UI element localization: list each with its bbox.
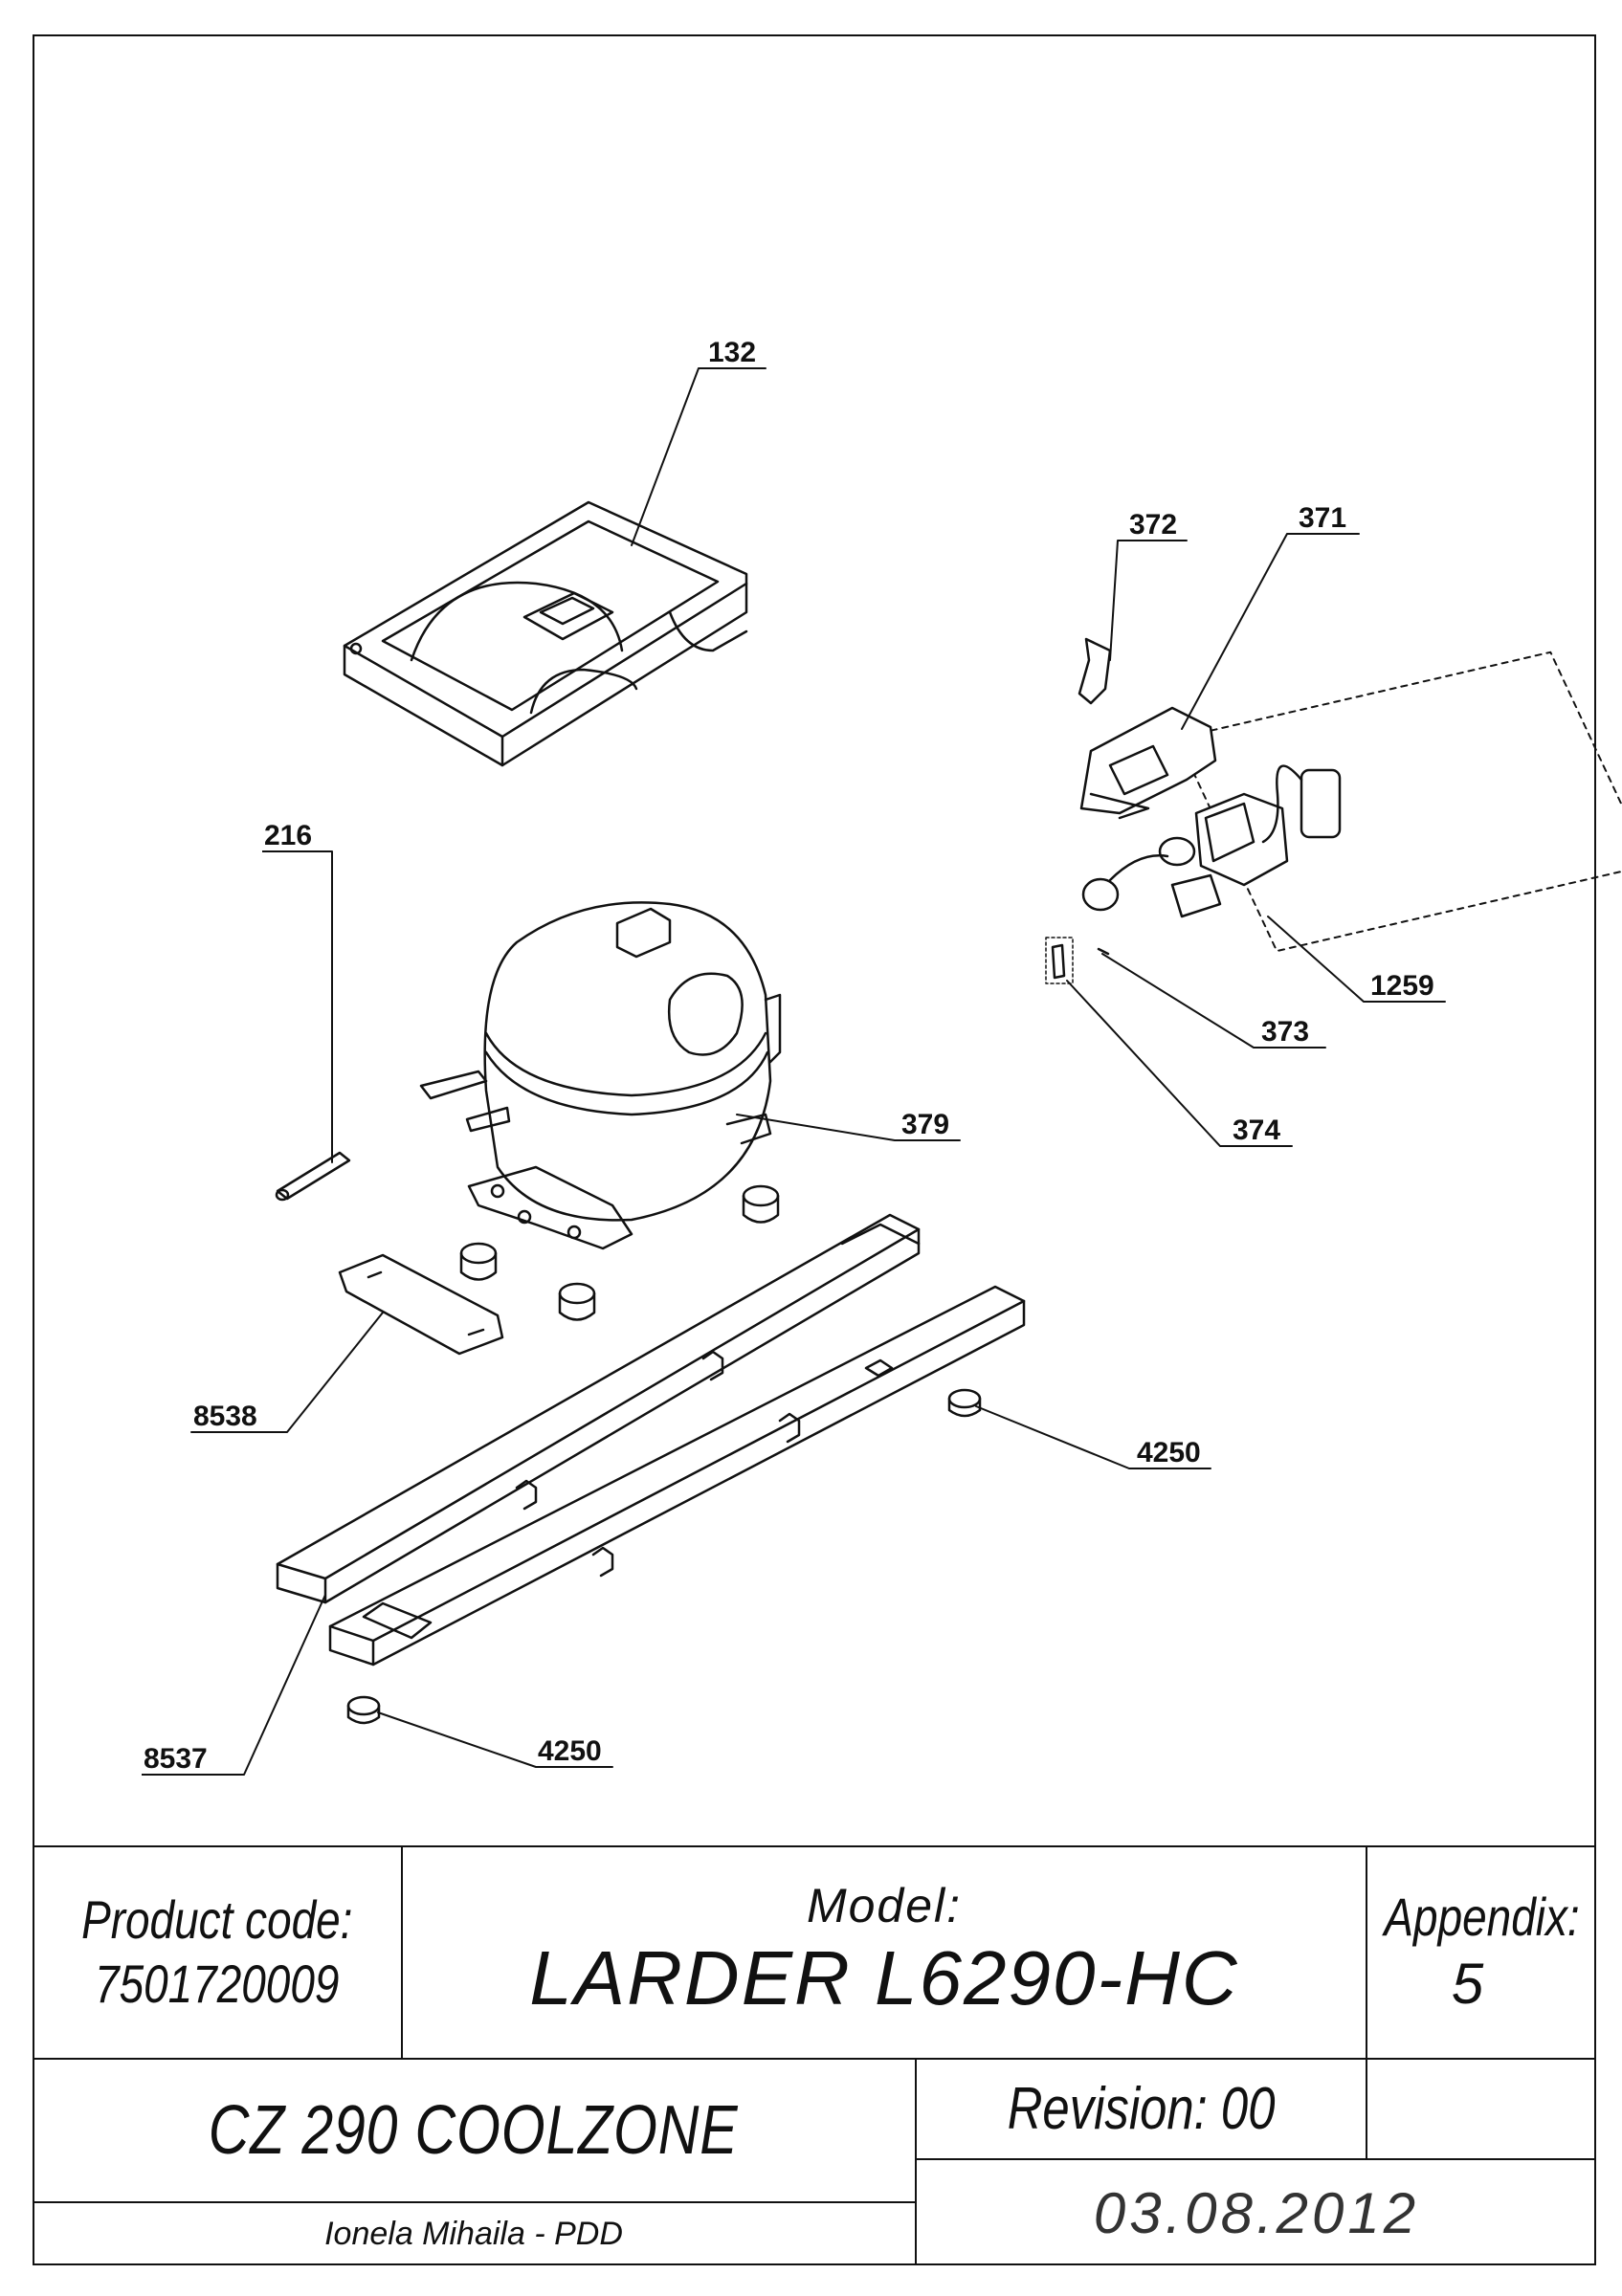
callout-4250-bottom: 4250 — [538, 1735, 602, 1767]
callout-8537: 8537 — [144, 1743, 208, 1775]
date-cell: 03.08.2012 — [917, 2160, 1596, 2265]
part-compressor — [419, 901, 782, 1250]
model-value: LARDER L6290-HC — [529, 1934, 1239, 2020]
product-name-cell: CZ 290 COOLZONE — [33, 2060, 915, 2201]
revision-value: Revision: 00 — [1007, 2076, 1276, 2142]
callout-4250-right: 4250 — [1137, 1437, 1201, 1468]
callout-8538: 8538 — [193, 1401, 257, 1432]
part-clip — [1078, 637, 1112, 705]
appendix-cell: Appendix: 5 — [1367, 1845, 1596, 2058]
part-screw-bracket — [1045, 937, 1110, 984]
product-code-cell: Product code: 7501720009 — [33, 1845, 401, 2058]
title-block: Product code: 7501720009 Model: LARDER L… — [33, 1845, 1596, 2265]
part-group-outline — [1176, 651, 1622, 953]
part-cover-tray — [343, 500, 748, 767]
part-relay-cover — [1079, 706, 1217, 820]
part-grommets — [346, 1184, 982, 1725]
revision-cell: Revision: 00 — [917, 2060, 1366, 2158]
exploded-view-diagram: 132 372 371 216 1259 373 379 374 8538 42… — [142, 337, 1622, 1776]
callout-371: 371 — [1299, 502, 1346, 534]
author-value: Ionela Mihaila - PDD — [324, 2216, 623, 2252]
product-code-label: Product code: — [80, 1888, 353, 1950]
product-code-value: 7501720009 — [94, 1954, 340, 2014]
appendix-label: Appendix: — [1384, 1887, 1580, 1948]
model-label: Model: — [806, 1878, 963, 1932]
callout-373: 373 — [1261, 1016, 1309, 1048]
part-relay-assembly — [1081, 764, 1342, 918]
callout-216: 216 — [264, 820, 312, 851]
part-plate — [338, 1253, 504, 1356]
part-base-rails — [276, 1213, 1026, 1667]
callout-labels: 132 372 371 216 1259 373 379 374 8538 42… — [144, 337, 1434, 1775]
callout-374: 374 — [1233, 1115, 1280, 1146]
author-cell: Ionela Mihaila - PDD — [33, 2203, 915, 2265]
callout-underlines — [142, 367, 1445, 1776]
outer-frame — [33, 34, 1596, 2265]
part-tube — [275, 1151, 351, 1202]
product-name-value: CZ 290 COOLZONE — [209, 2092, 739, 2169]
appendix-value: 5 — [1451, 1951, 1484, 2016]
callout-1259: 1259 — [1370, 970, 1434, 1002]
date-value: 03.08.2012 — [1093, 2180, 1420, 2245]
callout-379: 379 — [901, 1109, 949, 1140]
callout-132: 132 — [708, 337, 756, 368]
model-cell: Model: LARDER L6290-HC — [403, 1845, 1366, 2058]
callout-372: 372 — [1129, 509, 1177, 541]
